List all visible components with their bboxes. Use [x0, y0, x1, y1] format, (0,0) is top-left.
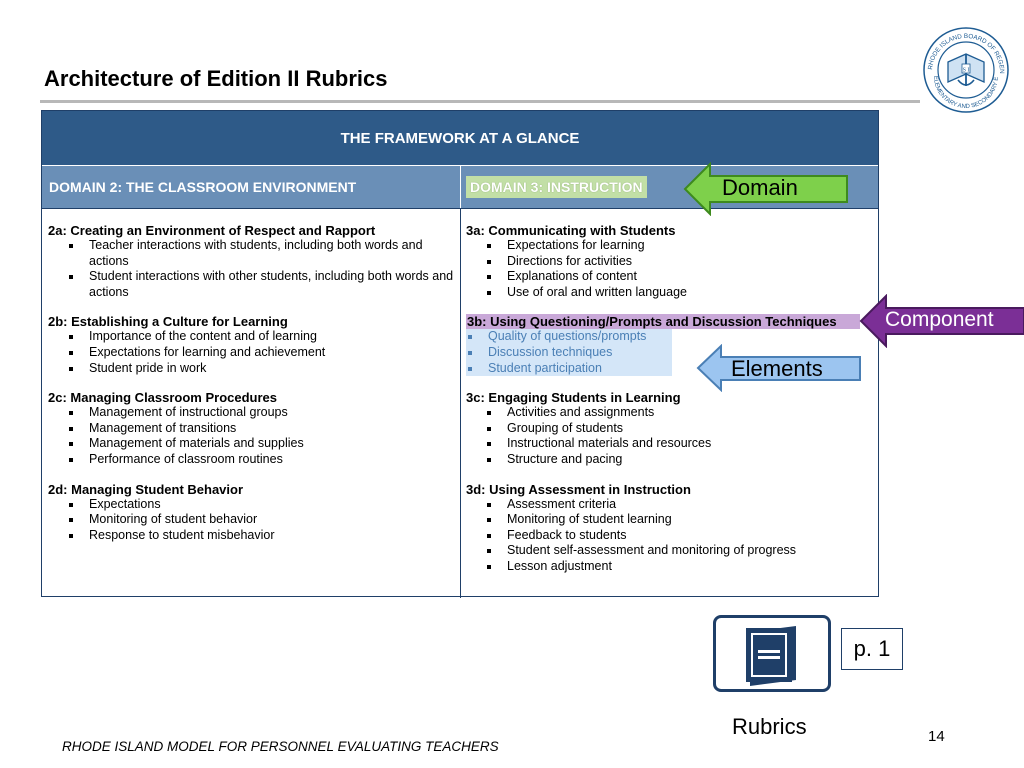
list-item: Instructional materials and resources [487, 436, 872, 452]
list-item: Quality of questions/prompts [468, 329, 672, 345]
slide-title: Architecture of Edition II Rubrics [44, 66, 388, 91]
page-reference: p. 1 [841, 628, 903, 670]
list-item: Feedback to students [487, 528, 872, 544]
component-title: 3d: Using Assessment in Instruction [466, 481, 691, 497]
component-title: 2a: Creating an Environment of Respect a… [48, 223, 376, 238]
list-item: Assessment criteria [487, 497, 872, 513]
component-2c: 2c: Managing Classroom Procedures Manage… [48, 390, 454, 467]
domain-3-label: DOMAIN 3: INSTRUCTION [466, 176, 647, 198]
board-of-regents-seal-icon: RHODE ISLAND BOARD OF REGENTS ELEMENTARY… [918, 24, 1009, 113]
component-3b: 3b: Using Questioning/Prompts and Discus… [466, 314, 872, 377]
list-item: Grouping of students [487, 421, 872, 437]
component-title: 3c: Engaging Students in Learning [466, 390, 681, 406]
component-3a: 3a: Communicating with Students Expectat… [466, 223, 872, 300]
list-item: Teacher interactions with students, incl… [69, 238, 454, 269]
list-item: Expectations for learning and achievemen… [69, 345, 454, 361]
list-item: Management of instructional groups [69, 405, 454, 421]
list-item: Student pride in work [69, 361, 454, 377]
list-item: Use of oral and written language [487, 285, 872, 301]
list-item: Expectations for learning [487, 238, 872, 254]
elements-callout-label: Elements [731, 356, 823, 381]
domain-2-label: DOMAIN 2: THE CLASSROOM ENVIRONMENT [49, 179, 357, 195]
list-item: Expectations [69, 497, 454, 513]
list-item: Monitoring of student learning [487, 512, 872, 528]
list-item: Student self-assessment and monitoring o… [487, 543, 872, 559]
component-title-highlighted: 3b: Using Questioning/Prompts and Discus… [466, 314, 860, 330]
slide-number: 14 [928, 728, 945, 745]
rubrics-book-button[interactable] [713, 615, 831, 692]
list-item: Management of transitions [69, 421, 454, 437]
framework-header: THE FRAMEWORK AT A GLANCE [42, 111, 878, 165]
seal-monogram: S I [963, 68, 970, 74]
list-item: Activities and assignments [487, 405, 872, 421]
domain-callout-label: Domain [722, 175, 798, 200]
domain-2-column: 2a: Creating an Environment of Respect a… [42, 209, 461, 598]
list-item: Performance of classroom routines [69, 452, 454, 468]
component-2d: 2d: Managing Student Behavior Expectatio… [48, 482, 454, 544]
component-3c: 3c: Engaging Students in Learning Activi… [466, 390, 872, 467]
component-title: 2b: Establishing a Culture for Learning [48, 314, 288, 330]
list-item: Discussion techniques [468, 345, 672, 361]
elements-arrow-icon [696, 344, 861, 392]
component-2b: 2b: Establishing a Culture for Learning … [48, 314, 454, 376]
domain-3-heading: DOMAIN 3: INSTRUCTION [461, 166, 878, 208]
list-item: Student participation [468, 361, 672, 377]
component-title: 2d: Managing Student Behavior [48, 481, 244, 497]
domain-2-heading: DOMAIN 2: THE CLASSROOM ENVIRONMENT [42, 166, 461, 208]
list-item: Management of materials and supplies [69, 436, 454, 452]
component-3d: 3d: Using Assessment in Instruction Asse… [466, 482, 872, 575]
component-title: 2c: Managing Classroom Procedures [48, 390, 278, 406]
framework-table: THE FRAMEWORK AT A GLANCE DOMAIN 2: THE … [41, 110, 879, 598]
list-item: Lesson adjustment [487, 559, 872, 575]
list-item: Explanations of content [487, 269, 872, 285]
list-item: Response to student misbehavior [69, 528, 454, 544]
component-title: 3a: Communicating with Students [466, 223, 676, 238]
domain-3-column: 3a: Communicating with Students Expectat… [461, 209, 878, 598]
list-item: Directions for activities [487, 254, 872, 270]
domain-arrow-icon [683, 162, 848, 216]
book-icon [746, 626, 796, 686]
footer-text: RHODE ISLAND MODEL FOR PERSONNEL EVALUAT… [62, 739, 499, 754]
elements-highlight: Quality of questions/prompts Discussion … [466, 329, 672, 377]
list-item: Monitoring of student behavior [69, 512, 454, 528]
list-item: Structure and pacing [487, 452, 872, 468]
component-arrow-icon [859, 294, 1024, 348]
list-item: Student interactions with other students… [69, 269, 454, 299]
list-item: Importance of the content and of learnin… [69, 329, 454, 345]
title-divider [40, 100, 920, 103]
component-callout-label: Component [885, 308, 994, 331]
rubrics-label: Rubrics [732, 714, 807, 739]
component-2a: 2a: Creating an Environment of Respect a… [48, 223, 454, 300]
